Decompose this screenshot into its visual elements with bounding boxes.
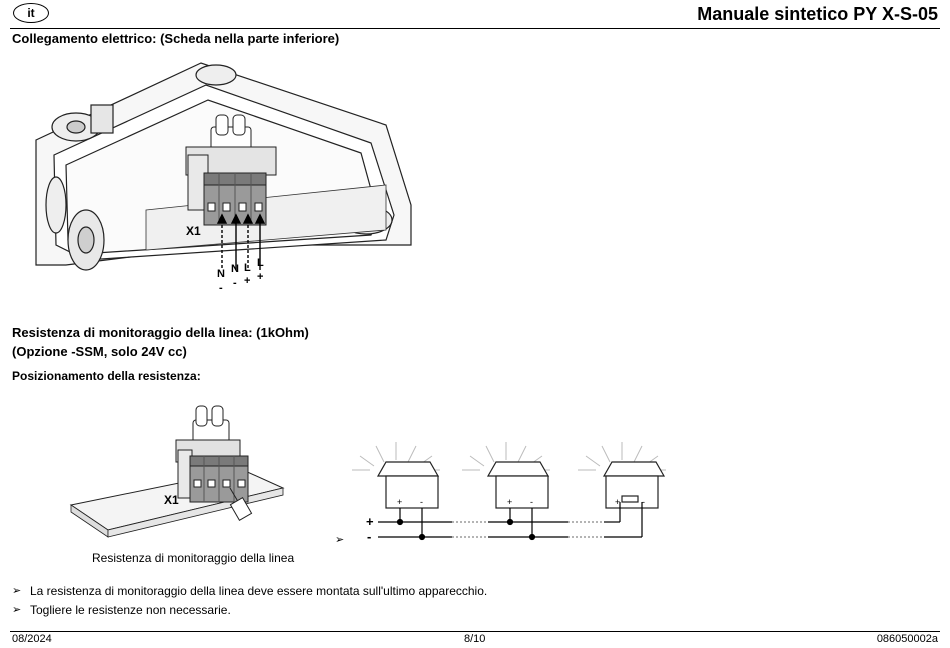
document-title: Manuale sintetico PY X-S-05 bbox=[697, 4, 938, 24]
resistor-placement-drawing: X1 bbox=[69, 405, 285, 538]
note-text: Togliere le resistenze non necessarie. bbox=[30, 602, 231, 617]
signal-device-2 bbox=[486, 461, 550, 509]
signal-device-3 bbox=[602, 461, 666, 509]
wiring-schematic: + - + - + - + - bbox=[352, 442, 666, 544]
bus-minus-label: - bbox=[367, 529, 371, 544]
note-text: La resistenza di monitoraggio della line… bbox=[30, 583, 488, 598]
footer-date: 08/2024 bbox=[12, 633, 52, 645]
list-item: ➢ La resistenza di monitoraggio della li… bbox=[12, 581, 487, 600]
wire-label-2: N bbox=[231, 263, 239, 275]
notes-list: ➢ La resistenza di monitoraggio della li… bbox=[12, 581, 487, 619]
footer-divider bbox=[10, 631, 940, 632]
device-3-minus: - bbox=[642, 497, 645, 507]
resistor-caption: Resistenza di monitoraggio della linea bbox=[92, 551, 295, 565]
signal-device-1 bbox=[376, 461, 440, 509]
section-title-line-monitoring: Resistenza di monitoraggio della linea: … bbox=[12, 325, 309, 340]
device-1-minus: - bbox=[420, 497, 423, 507]
arrowhead-bullet-icon: ➢ bbox=[12, 585, 22, 597]
device-1-plus: + bbox=[397, 497, 402, 507]
bus-lines bbox=[378, 502, 643, 541]
footer-page-number: 8/10 bbox=[464, 633, 486, 645]
device-2-minus: - bbox=[530, 497, 533, 507]
arrowhead-bullet-icon: ➢ bbox=[335, 534, 345, 546]
wire-sign-3: + bbox=[244, 275, 250, 287]
device-2-plus: + bbox=[507, 497, 512, 507]
section-title-electrical-connection: Collegamento elettrico: (Scheda nella pa… bbox=[12, 31, 340, 46]
section-subtitle-option: (Opzione -SSM, solo 24V cc) bbox=[12, 344, 187, 359]
language-badge: it bbox=[13, 3, 49, 23]
resistor-positioning-title: Posizionamento della resistenza: bbox=[12, 369, 201, 383]
wire-label-4: L bbox=[257, 257, 264, 269]
wire-sign-4: + bbox=[257, 271, 263, 283]
terminal-block bbox=[189, 455, 249, 503]
list-item: ➢ Togliere le resistenze non necessarie. bbox=[12, 600, 487, 619]
header-divider bbox=[10, 28, 940, 29]
device-3-plus: + bbox=[615, 497, 620, 507]
resistor-component bbox=[229, 487, 253, 521]
arrowhead-bullet-icon: ➢ bbox=[12, 604, 22, 616]
bus-plus-label: + bbox=[366, 514, 374, 529]
terminal-label-x1: X1 bbox=[164, 493, 179, 507]
wire-label-1: N bbox=[217, 268, 225, 280]
wire-sign-1: - bbox=[219, 282, 223, 294]
terminal-label-x1: X1 bbox=[186, 224, 201, 238]
footer-document-code: 086050002a bbox=[876, 633, 938, 645]
wire-sign-2: - bbox=[233, 277, 237, 289]
wire-arrows bbox=[216, 213, 266, 270]
wire-label-3: L bbox=[244, 262, 251, 274]
housing-connection-drawing: X1 N N L L - - + + bbox=[35, 62, 412, 294]
